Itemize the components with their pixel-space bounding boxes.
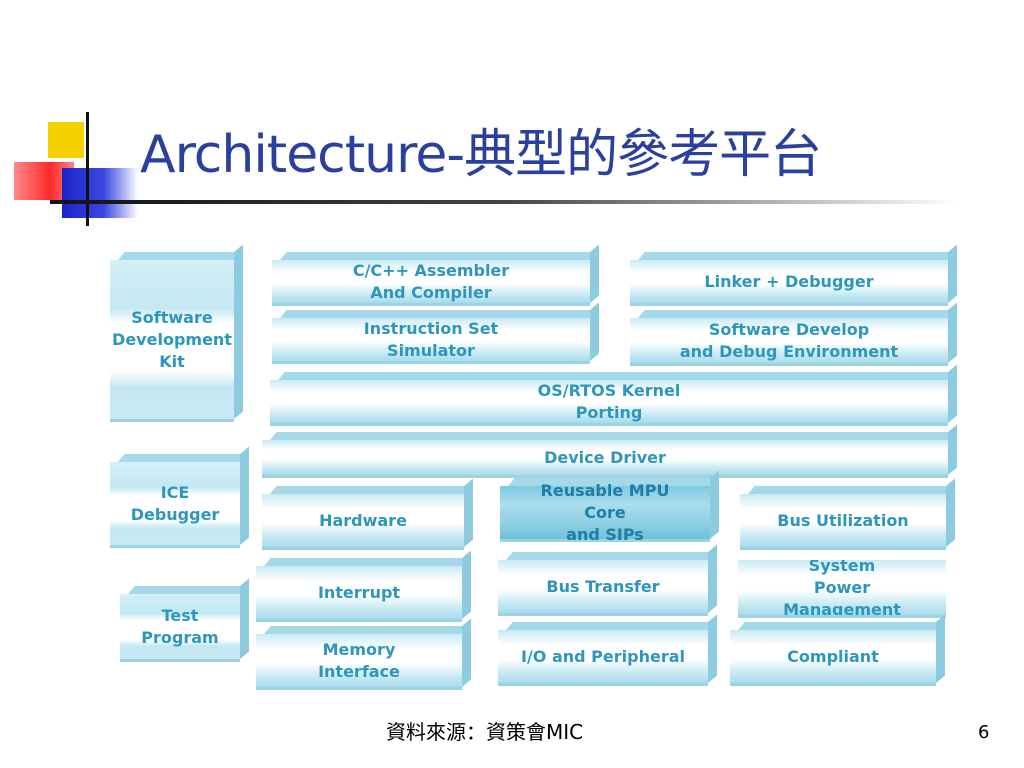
block-label: C/C++ Assembler And Compiler [352,260,510,302]
block-label: I/O and Peripheral [521,646,685,666]
block-os-kernel: OS/RTOS Kernel Porting [270,380,948,426]
block-compiler: C/C++ Assembler And Compiler [272,260,590,306]
block-label: System Power Management [783,560,901,618]
block-test-program: Test Program [120,594,240,662]
block-io-peripheral: I/O and Peripheral [498,630,708,686]
block-software-debug-environment: Software Develop and Debug Environment [630,318,948,366]
block-label: Bus Transfer [546,576,660,596]
source-footnote: 資料來源：資策會MIC [386,720,584,744]
title-underline [50,200,960,204]
page-number: 6 [978,722,990,743]
block-bus-transfer: Bus Transfer [498,560,708,616]
block-label: Software Development Kit [112,307,232,371]
block-label: Device Driver [544,447,666,467]
block-label: OS/RTOS Kernel Porting [537,380,681,422]
block-label: Bus Utilization [777,510,909,530]
block-label: Hardware [319,510,407,530]
block-bus-utilization: Bus Utilization [740,494,946,550]
block-compliant: Compliant [730,630,936,686]
block-label: Memory Interface [318,639,400,681]
block-label: ICE Debugger [130,482,220,524]
block-reusable-mpu: Reusable MPU Core and SIPs [500,481,710,544]
slide-title: Architecture-典型的參考平台 [140,125,822,185]
title-decoration-vertical-line [86,112,89,226]
block-label: Compliant [787,646,879,666]
block-instruction-set-simulator: Instruction Set Simulator [272,318,590,364]
block-device-driver: Device Driver [262,440,948,478]
block-label: Software Develop and Debug Environment [679,319,899,361]
block-label: Linker + Debugger [704,271,874,291]
title-decoration-blue [62,168,138,218]
block-software-development-kit: Software Development Kit [110,260,234,422]
block-hardware: Hardware [262,494,464,550]
block-label: Interrupt [317,582,401,602]
title-decoration-yellow [48,122,84,158]
block-ice-debugger: ICE Debugger [110,462,240,548]
block-interrupt: Interrupt [256,566,462,622]
block-label: Reusable MPU Core and SIPs [540,480,670,544]
block-system-power-management: System Power Management [738,560,946,618]
block-memory-interface: Memory Interface [256,634,462,690]
block-label: Instruction Set Simulator [363,318,499,360]
block-linker-debugger: Linker + Debugger [630,260,948,306]
block-label: Test Program [141,605,219,647]
